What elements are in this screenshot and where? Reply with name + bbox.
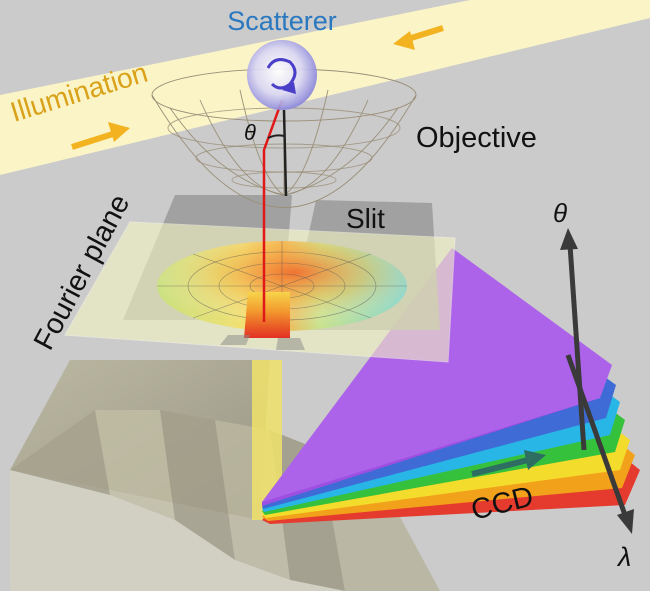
scattered-ray <box>262 99 284 322</box>
theta-axis-arrow <box>560 228 587 451</box>
optical-axis <box>282 109 288 197</box>
objective-label: Objective <box>416 122 537 154</box>
illumination-arrow-left <box>71 122 130 150</box>
illumination-arrow-right <box>393 25 444 50</box>
scatterer-label: Scatterer <box>227 6 337 36</box>
angle-arc <box>267 134 285 139</box>
fourier-disk <box>157 241 407 338</box>
scatterer-sphere <box>247 40 317 110</box>
slit-label: Slit <box>346 203 385 234</box>
ccd-arrow <box>471 450 546 477</box>
illumination-beam <box>0 0 650 175</box>
theta-objective-label: θ <box>244 120 256 145</box>
light-sheet <box>252 360 282 520</box>
ccd-layer-violet <box>262 248 612 506</box>
lambda-axis-label: λ <box>616 542 631 572</box>
theta-axis-label: θ <box>553 198 567 228</box>
lambda-axis-arrow <box>565 354 634 534</box>
